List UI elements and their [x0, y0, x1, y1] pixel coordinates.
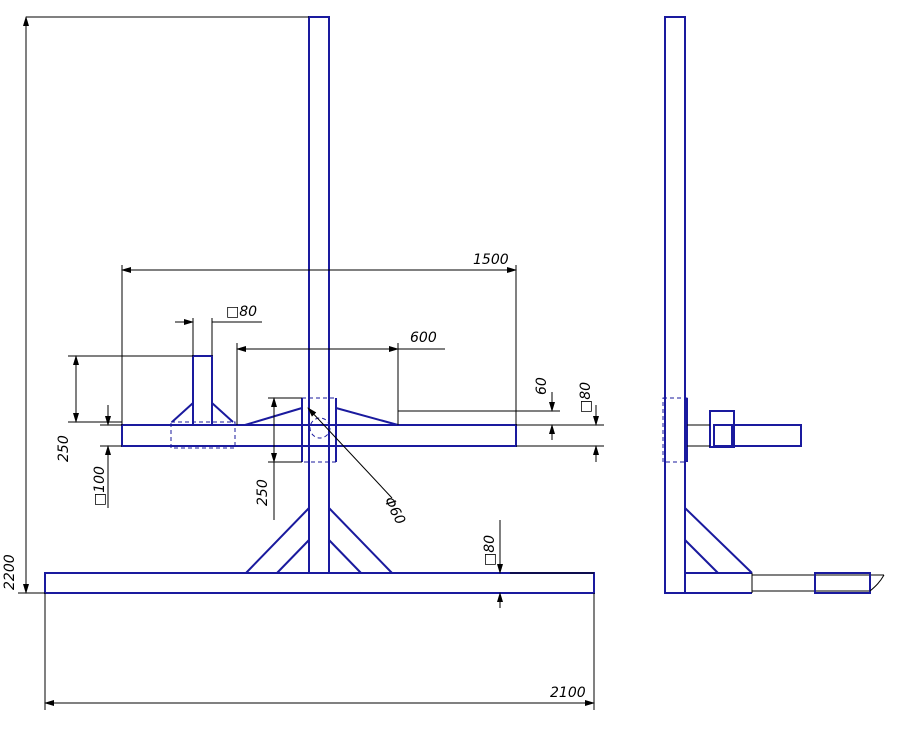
- horizontal-arm: [121, 424, 517, 447]
- dim-total-height: 2200: [2, 16, 309, 594]
- dim-label-arm-80: □80: [578, 382, 594, 413]
- dim-arm-length: 1500: [121, 252, 517, 425]
- dim-label-phi60: Φ60: [380, 494, 408, 527]
- dim-label-100: □100: [92, 466, 108, 506]
- side-base: [685, 572, 885, 594]
- dim-label-peg-250: 250: [56, 435, 72, 462]
- dim-arm-offset: 60 □80: [398, 377, 604, 462]
- dim-label-2200: 2200: [2, 554, 18, 590]
- dim-arm-size: □100: [92, 405, 122, 508]
- side-sleeve: [662, 397, 688, 463]
- vertical-post: [308, 16, 330, 574]
- dim-peg-size: □80: [175, 304, 262, 356]
- dim-label-2100: 2100: [550, 685, 586, 701]
- side-post: [664, 16, 686, 594]
- post-sleeve: [301, 397, 337, 463]
- dim-label-60: 60: [534, 377, 550, 395]
- side-arm-inner: [713, 424, 733, 447]
- side-braces: [684, 507, 753, 574]
- dim-total-width: 2100: [44, 593, 595, 710]
- dim-label-peg-80: □80: [226, 304, 257, 320]
- dim-sleeve-height: 250: [255, 397, 302, 520]
- dim-label-sleeve-250: 250: [255, 479, 271, 506]
- dim-label-600: 600: [410, 330, 437, 346]
- dim-label-base-80: □80: [482, 535, 498, 566]
- dim-label-1500: 1500: [473, 252, 509, 268]
- dim-brace-span: 600: [236, 330, 445, 425]
- peg: [170, 355, 236, 449]
- dim-peg-height: 250: [56, 355, 193, 462]
- side-arm: [733, 424, 802, 447]
- front-view: 2200 2100 1500 600: [2, 16, 604, 710]
- dim-base-size: □80: [482, 520, 594, 608]
- side-view: [662, 16, 885, 594]
- base-braces: [245, 507, 393, 574]
- base-beam: [44, 572, 595, 594]
- bolt-circle: [309, 417, 331, 439]
